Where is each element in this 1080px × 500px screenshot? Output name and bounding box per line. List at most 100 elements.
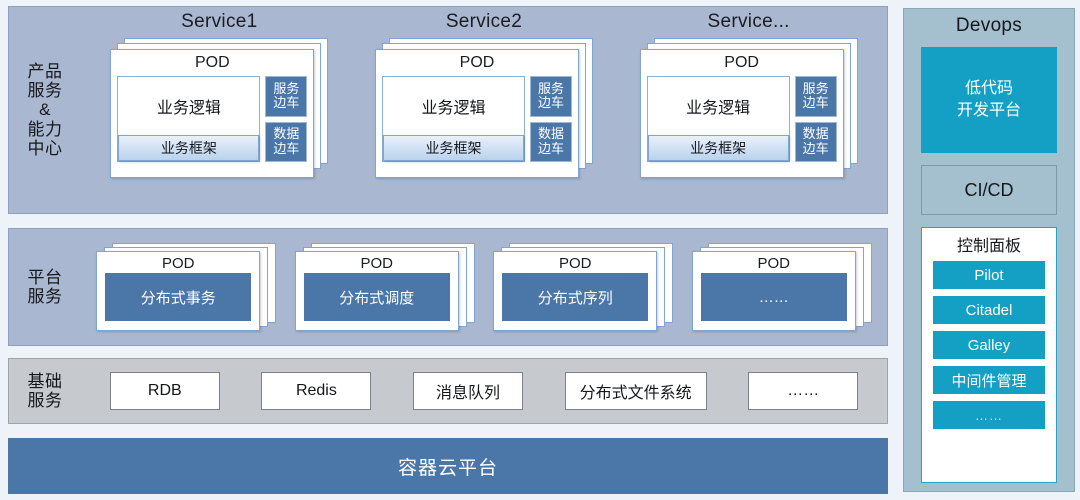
service-title: Service... — [707, 11, 790, 32]
platform-pod-stack[interactable]: POD 分布式事务 — [96, 243, 277, 331]
data-sidecar-box: 数据 边车 — [794, 121, 837, 162]
basic-service-message-queue[interactable]: 消息队列 — [412, 372, 523, 410]
platform-pod-stack[interactable]: POD 分布式序列 — [493, 243, 674, 331]
band-label-products: 产品 服务 & 能力 中心 — [9, 7, 81, 213]
business-logic-column: 业务逻辑 业务框架 — [381, 76, 525, 162]
pod-card[interactable]: POD 分布式事务 — [96, 251, 261, 331]
service-block[interactable]: Service2 POD 业务逻辑 业务框架 — [365, 7, 603, 178]
control-panel-title: 控制面板 — [956, 238, 1021, 255]
sidecar-column: 服务 边车 数据 边车 — [265, 76, 308, 162]
service-list: Service1 POD 业务逻辑 业务框架 — [81, 7, 887, 213]
platform-pod-body: 分布式事务 — [105, 273, 252, 321]
control-panel-button-galley[interactable]: Galley — [933, 331, 1045, 359]
data-sidecar-box: 数据 边车 — [529, 121, 572, 162]
pod-row: 业务逻辑 业务框架 服务 边车 — [646, 76, 837, 162]
band-label-basic: 基础 服务 — [9, 359, 81, 423]
sidecar-line: 边车 — [273, 95, 300, 111]
sidecar-line: 服务 — [537, 80, 564, 96]
pod-title: POD — [757, 255, 790, 272]
pod-title: POD — [724, 54, 759, 71]
business-logic-column: 业务逻辑 业务框架 — [646, 76, 790, 162]
sidecar-line: 服务 — [802, 80, 829, 96]
band-body-platform: POD 分布式事务 POD 分布式调度 — [81, 229, 887, 345]
business-logic-column: 业务逻辑 业务框架 — [117, 76, 261, 162]
pod-card[interactable]: POD 业务逻辑 业务框架 服务 — [110, 49, 315, 178]
control-panel-button-citadel[interactable]: Citadel — [933, 296, 1045, 324]
pod-inner: POD 业务逻辑 业务框架 服务 — [111, 50, 313, 177]
service-sidecar-box: 服务 边车 — [265, 76, 308, 117]
pod-inner: POD 业务逻辑 业务框架 服务 — [641, 50, 843, 177]
low-code-line: 低代码 — [964, 80, 1013, 98]
pod-inner: POD 分布式事务 — [97, 252, 259, 330]
sidecar-line: 数据 — [802, 126, 829, 142]
pod-row: 业务逻辑 业务框架 服务 边车 — [117, 76, 308, 162]
band-body-basic: RDB Redis 消息队列 分布式文件系统 …… — [81, 359, 887, 423]
band-label-line: 中心 — [27, 138, 63, 158]
service-title: Service1 — [181, 11, 258, 32]
basic-service-rdb[interactable]: RDB — [109, 372, 220, 410]
basic-service-redis[interactable]: Redis — [261, 372, 372, 410]
business-framework-box: 业务框架 — [647, 135, 789, 161]
control-panel-button-more[interactable]: …… — [933, 401, 1045, 429]
basic-service-list: RDB Redis 消息队列 分布式文件系统 …… — [81, 359, 887, 423]
business-logic-box: 业务逻辑 — [686, 100, 751, 117]
pod-card[interactable]: POD 业务逻辑 业务框架 服务 — [639, 49, 844, 178]
pod-card[interactable]: POD 分布式调度 — [294, 251, 459, 331]
data-sidecar-box: 数据 边车 — [265, 121, 308, 162]
band-label-line: 服务 — [27, 391, 63, 410]
business-framework-box: 业务框架 — [118, 135, 260, 161]
sidecar-line: 边车 — [273, 140, 300, 156]
low-code-platform-box[interactable]: 低代码 开发平台 — [921, 47, 1057, 153]
sidecar-column: 服务 边车 数据 边车 — [794, 76, 837, 162]
control-panel-button-pilot[interactable]: Pilot — [933, 261, 1045, 289]
devops-title: Devops — [955, 15, 1023, 36]
service-sidecar-box: 服务 边车 — [529, 76, 572, 117]
sidecar-line: 数据 — [537, 126, 564, 142]
band-label-line: & — [39, 100, 51, 120]
pod-card[interactable]: POD …… — [691, 251, 856, 331]
control-panel-box: 控制面板 Pilot Citadel Galley 中间件管理 …… — [921, 227, 1057, 483]
pod-title: POD — [161, 255, 195, 272]
platform-pod-stack[interactable]: POD …… — [691, 243, 872, 331]
basic-service-more[interactable]: …… — [748, 372, 859, 410]
sidecar-column: 服务 边车 数据 边车 — [529, 76, 572, 162]
sidecar-line: 边车 — [537, 95, 564, 111]
pod-inner: POD …… — [693, 252, 855, 330]
platform-pod-list: POD 分布式事务 POD 分布式调度 — [81, 229, 887, 345]
band-body-products: Service1 POD 业务逻辑 业务框架 — [81, 7, 887, 213]
band-label-line: 能力 — [27, 119, 63, 139]
basic-service-distributed-file-system[interactable]: 分布式文件系统 — [564, 372, 707, 410]
pod-inner: POD 分布式序列 — [494, 252, 656, 330]
band-label-line: 平台 — [27, 267, 63, 287]
container-cloud-platform-label: 容器云平台 — [397, 457, 498, 479]
pod-card[interactable]: POD 分布式序列 — [493, 251, 658, 331]
platform-pod-body: …… — [700, 273, 847, 321]
control-panel-button-middleware-management[interactable]: 中间件管理 — [933, 366, 1045, 394]
container-cloud-platform-bar: 容器云平台 — [8, 438, 888, 494]
band-basic-services: 基础 服务 RDB Redis 消息队列 分布式文件系统 …… — [8, 358, 888, 424]
pod-title: POD — [360, 255, 393, 272]
pod-card[interactable]: POD 业务逻辑 业务框架 服务 — [374, 49, 579, 178]
band-products-services: 产品 服务 & 能力 中心 Service1 — [8, 6, 888, 214]
business-framework-box: 业务框架 — [382, 135, 524, 161]
sidecar-line: 服务 — [273, 80, 300, 96]
pod-stack[interactable]: POD 业务逻辑 业务框架 服务 — [639, 38, 858, 178]
band-platform-services: 平台 服务 POD 分布式事务 — [8, 228, 888, 346]
service-block[interactable]: Service... POD 业务逻辑 业务框 — [630, 7, 868, 178]
pod-stack[interactable]: POD 业务逻辑 业务框架 服务 — [374, 38, 593, 178]
pod-title: POD — [459, 54, 495, 71]
service-block[interactable]: Service1 POD 业务逻辑 业务框架 — [100, 7, 338, 178]
business-logic-box: 业务逻辑 — [156, 100, 221, 117]
cicd-box[interactable]: CI/CD — [921, 165, 1057, 215]
business-logic-box: 业务逻辑 — [421, 100, 486, 117]
pod-title: POD — [558, 255, 592, 272]
sidecar-line: 数据 — [273, 126, 300, 142]
devops-panel: Devops 低代码 开发平台 CI/CD 控制面板 Pilot Citadel… — [903, 8, 1075, 492]
platform-pod-stack[interactable]: POD 分布式调度 — [294, 243, 475, 331]
pod-stack[interactable]: POD 业务逻辑 业务框架 服务 — [110, 38, 329, 178]
service-sidecar-box: 服务 边车 — [794, 76, 837, 117]
pod-inner: POD 分布式调度 — [296, 252, 458, 330]
pod-title: POD — [194, 54, 230, 71]
sidecar-line: 边车 — [537, 140, 564, 156]
